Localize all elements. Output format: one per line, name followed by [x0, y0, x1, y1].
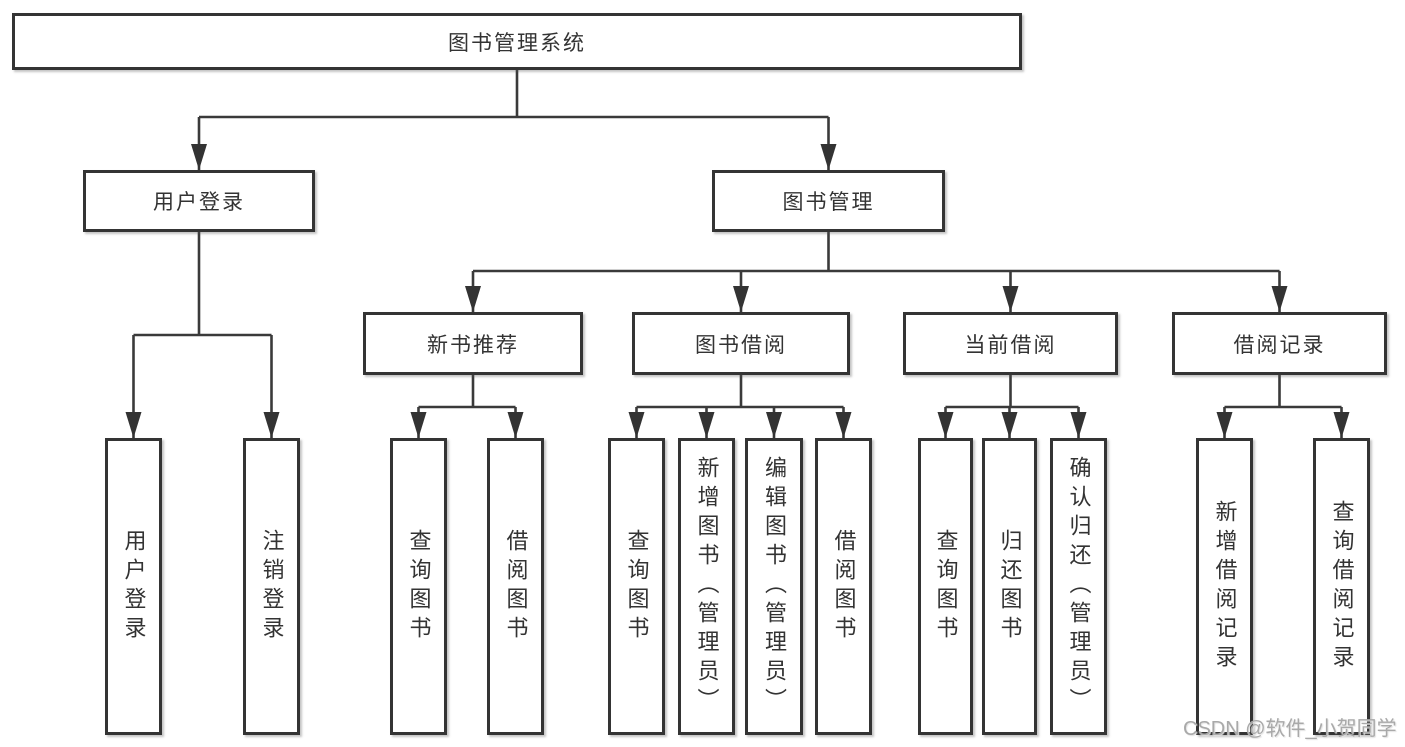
- leaf-current-query-books: 查询图书: [918, 438, 973, 735]
- leaf-user-login: 用户登录: [105, 438, 162, 735]
- edge-book-borrow-to-leaves: [628, 375, 852, 438]
- node-new-book-recommend: 新书推荐: [363, 312, 583, 375]
- leaf-return-books: 归还图书: [982, 438, 1037, 735]
- edge-new-book-recommend-to-leaves: [410, 375, 524, 438]
- leaf-add-borrow-record: 新增借阅记录: [1196, 438, 1253, 735]
- leaf-borrow-query-books: 查询图书: [608, 438, 665, 735]
- edge-current-borrow-to-leaves: [937, 375, 1087, 438]
- edge-book-mgmt-to-sections: [465, 232, 1288, 312]
- node-book-borrow: 图书借阅: [632, 312, 850, 375]
- edge-user-login-to-leaves: [125, 232, 280, 438]
- leaf-edit-book-admin: 编辑图书（管理员）: [745, 438, 803, 735]
- leaf-logout: 注销登录: [243, 438, 300, 735]
- leaf-query-borrow-record: 查询借阅记录: [1313, 438, 1370, 735]
- node-borrow-records: 借阅记录: [1172, 312, 1387, 375]
- leaf-add-book-admin: 新增图书（管理员）: [678, 438, 735, 735]
- leaf-borrow-books: 借阅图书: [815, 438, 872, 735]
- edge-borrow-records-to-leaves: [1216, 375, 1350, 438]
- edge-root-to-branches: [191, 70, 837, 170]
- node-user-login: 用户登录: [83, 170, 315, 232]
- leaf-confirm-return-admin: 确认归还（管理员）: [1050, 438, 1107, 735]
- node-root: 图书管理系统: [12, 13, 1022, 70]
- node-current-borrow: 当前借阅: [903, 312, 1118, 375]
- watermark: CSDN @软件_小贺同学: [1183, 718, 1397, 740]
- leaf-recommend-borrow-books: 借阅图书: [487, 438, 544, 735]
- node-book-mgmt: 图书管理: [712, 170, 945, 232]
- leaf-recommend-query-books: 查询图书: [390, 438, 447, 735]
